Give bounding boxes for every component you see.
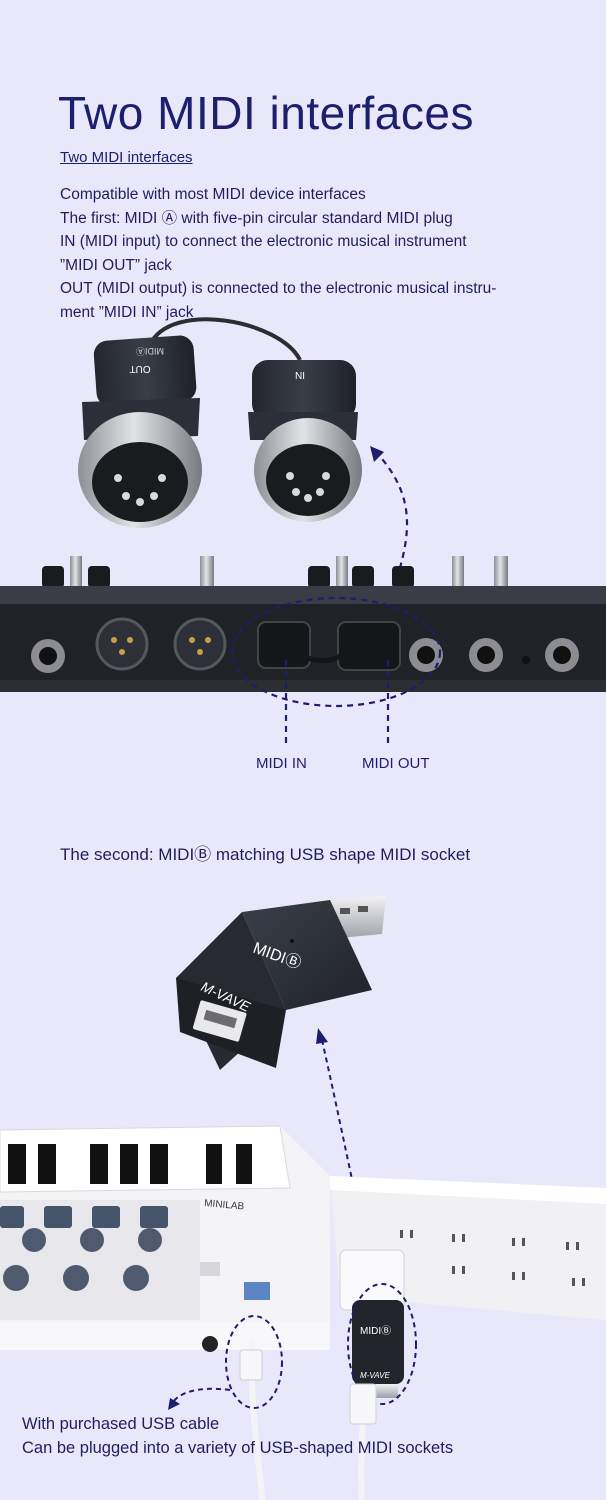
- footer-line: With purchased USB cable: [22, 1415, 220, 1433]
- midi-keyboard: [0, 1125, 330, 1352]
- description-block: Compatible with most MIDI device interfa…: [60, 183, 600, 324]
- section-b-text: The second: MIDIⒷ matching USB shape MID…: [60, 845, 471, 864]
- keyboard-port-highlight: [225, 1315, 283, 1409]
- description-line: OUT (MIDI output) is connected to the el…: [60, 280, 497, 297]
- description-line: The first: MIDI Ⓐ with five-pin circular…: [60, 209, 453, 227]
- footer-line: Can be plugged into a variety of USB-sha…: [22, 1439, 454, 1457]
- section-subtitle: Two MIDI interfaces: [60, 149, 193, 166]
- usb-midi-adapter: [176, 896, 386, 1070]
- usb-plug: [318, 896, 386, 940]
- adapter-brand-label: M-VAVE: [199, 978, 254, 1015]
- description-line: ment ”MIDI IN” jack: [60, 303, 194, 321]
- cable-dashed-arrow: [171, 1387, 231, 1405]
- small-adapter-highlight: [347, 1283, 417, 1405]
- in-plug-label: IN: [295, 369, 305, 380]
- dashed-arrow: [375, 451, 409, 601]
- small-adapter-brand-label: M-VAVE: [360, 1371, 390, 1380]
- device-top-controls: [42, 556, 508, 588]
- small-usb-adapter: [352, 1300, 404, 1398]
- midi-in-plug: [248, 360, 362, 522]
- cable-arrow-head-icon: [168, 1398, 180, 1410]
- arrow-head-icon: [370, 446, 384, 462]
- midi-out-plug: [78, 335, 202, 528]
- out-plug-label: OUT: [129, 363, 150, 374]
- usb-socket: [192, 1000, 247, 1042]
- usb-dashed-arrow: [321, 1039, 379, 1301]
- power-strip: [330, 1176, 606, 1320]
- midi-out-label: MIDI OUT: [362, 755, 430, 772]
- midi-in-label: MIDI IN: [256, 755, 307, 772]
- usb-arrow-head-icon: [316, 1028, 328, 1044]
- description-line: IN (MIDI input) to connect the electroni…: [60, 233, 467, 250]
- footer-text: With purchased USB cable Can be plugged …: [22, 1412, 453, 1460]
- page-title: Two MIDI interfaces: [58, 87, 474, 139]
- adapter-model-label: MIDIⒷ: [251, 939, 304, 973]
- plug-brand-label: MIDIⒶ: [136, 346, 164, 356]
- plug-cable: [148, 317, 302, 361]
- effects-unit: [0, 586, 606, 692]
- description-line: ”MIDI OUT” jack: [60, 256, 172, 274]
- small-adapter-model-label: MIDIⒷ: [360, 1325, 391, 1337]
- description-line: Compatible with most MIDI device interfa…: [60, 186, 366, 203]
- ports-highlight: [230, 596, 442, 708]
- midi-a-illustration: OUT MIDIⒶ IN: [0, 317, 606, 744]
- keyboard-brand-label: MINILAB: [204, 1198, 245, 1212]
